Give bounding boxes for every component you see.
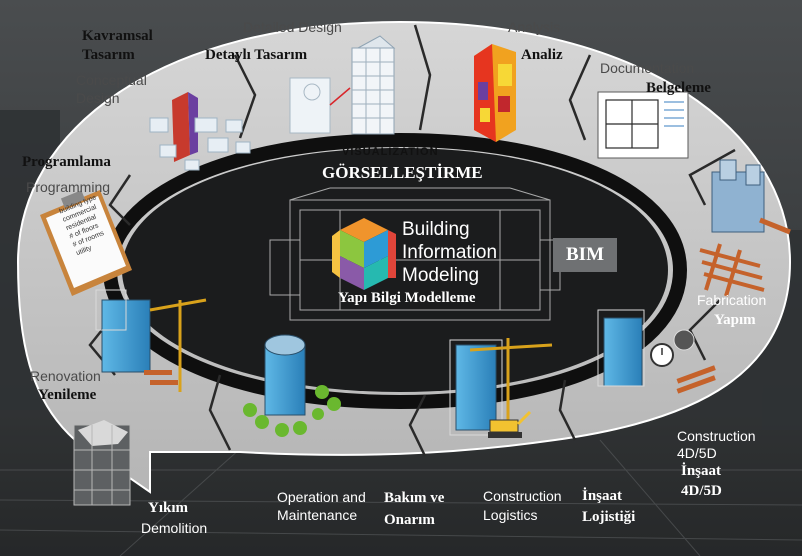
demolition-label-tr: Yıkım [148, 500, 189, 516]
conceptual-label-en1: Conceptual [76, 72, 147, 88]
bim-title-tr: Yapı Bilgi Modelleme [338, 290, 476, 306]
renovation-label-tr: Yenileme [38, 387, 97, 403]
conceptual-label-tr2: Tasarım [82, 47, 135, 63]
logistics-label-en2: Logistics [483, 507, 538, 523]
massing-model-icon [149, 92, 251, 171]
analysis-label-en: Analysis [508, 19, 561, 35]
construction-label-en2: 4D/5D [677, 445, 717, 461]
programming-label-tr: Programlama [22, 154, 111, 170]
crane-renovation-icon [95, 289, 207, 392]
visualization-label-tr: GÖRSELLEŞTİRME [322, 163, 483, 182]
tower-design-icon [289, 35, 396, 135]
bim-title-line3: Modeling [402, 265, 480, 286]
detailed-label-tr: Detaylı Tasarım [205, 47, 308, 63]
construction-label-en1: Construction [677, 428, 756, 444]
excavator-icon [488, 410, 532, 438]
documentation-label-en: Documentation [600, 60, 695, 76]
clipboard-icon [40, 190, 132, 296]
floor-plan-icon [597, 91, 689, 159]
demolition-label-en: Demolition [141, 520, 208, 536]
bim-badge: BIM [553, 238, 617, 272]
bim-wireframe [269, 187, 561, 321]
renovation-label-en: Renovation [30, 368, 101, 384]
construction-crane-icon [449, 338, 553, 436]
logistics-label-en1: Construction [483, 488, 562, 504]
fabrication-label-en: Fabrication [697, 292, 767, 308]
bim-cube-logo [332, 218, 396, 290]
logistics-label-tr1: İnşaat [582, 488, 623, 504]
conceptual-label-en2: Design [76, 90, 120, 106]
programming-label-en: Programming [26, 179, 111, 195]
park-building-icon [243, 334, 341, 437]
construction-label-tr1: İnşaat [681, 463, 722, 479]
demolished-building-icon [73, 420, 131, 506]
construction-label-tr2: 4D/5D [681, 483, 722, 499]
logistics-label-tr2: Lojistiği [582, 509, 636, 525]
operation-label-tr1: Bakım ve [384, 490, 445, 506]
bim-title-line2: Information [402, 242, 498, 263]
construction-4d5d-icon [597, 309, 716, 394]
documentation-label-tr: Belgeleme [646, 80, 711, 96]
factory-icon [699, 159, 791, 297]
conceptual-label-tr1: Kavramsal [82, 28, 153, 44]
operation-label-tr2: Onarım [384, 512, 435, 528]
detailed-label-en: Detailed Design [243, 19, 342, 35]
bim-title-line1: Building [402, 219, 470, 240]
visualization-label-en: VISUALIZATION [342, 146, 439, 158]
heatmap-analysis-icon [474, 44, 516, 142]
operation-label-en1: Operation and [277, 489, 366, 505]
operation-label-en2: Maintenance [277, 507, 358, 523]
fabrication-label-tr: Yapım [714, 312, 756, 328]
analysis-label-tr: Analiz [521, 47, 563, 63]
